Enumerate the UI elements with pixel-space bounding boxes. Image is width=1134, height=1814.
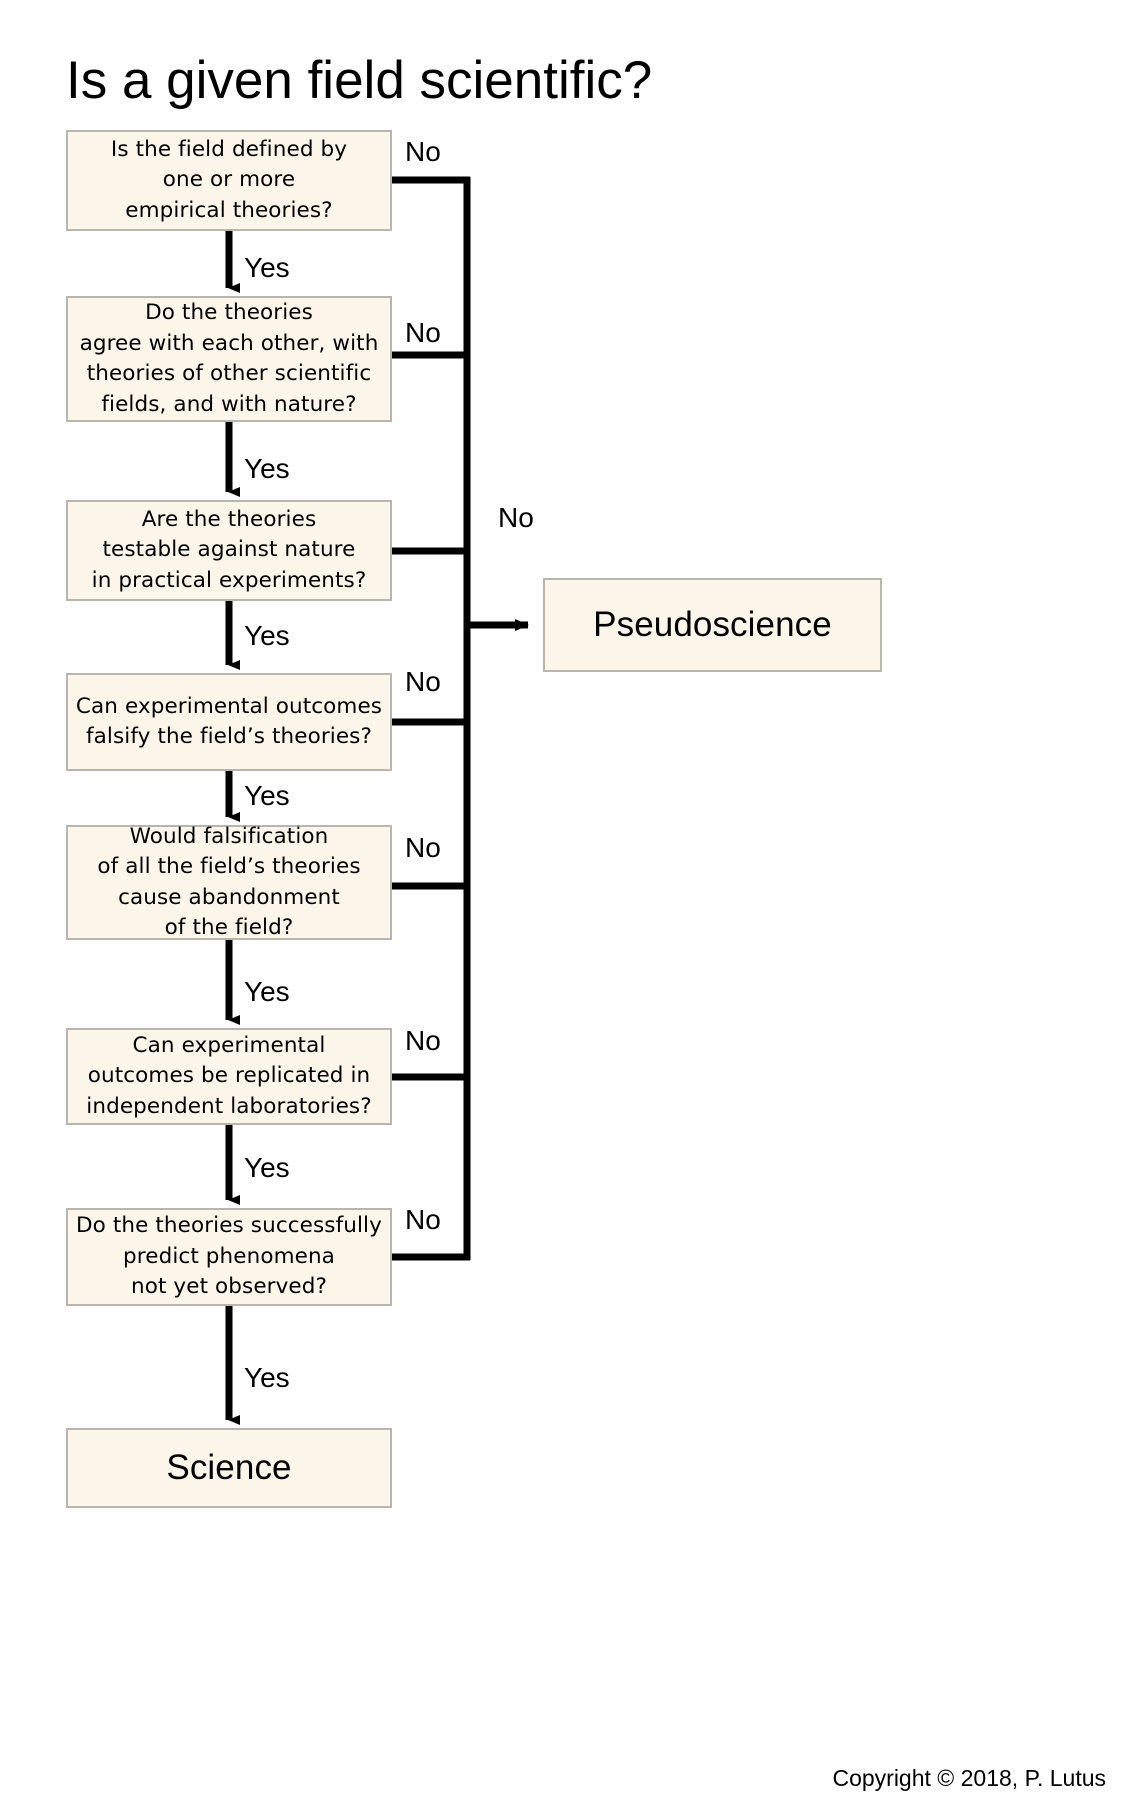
node-q1[interactable]: Is the field defined by one or more empi… bbox=[66, 130, 392, 231]
edge-label-yes-7: Yes bbox=[244, 1362, 290, 1393]
edge-label-yes-6: Yes bbox=[244, 1152, 290, 1183]
edge-label-no-3: No bbox=[498, 502, 534, 533]
node-q2[interactable]: Do the theories agree with each other, w… bbox=[66, 296, 392, 422]
node-q7-label: Do the theories successfully predict phe… bbox=[76, 1213, 382, 1300]
node-q6[interactable]: Can experimental outcomes be replicated … bbox=[66, 1028, 392, 1125]
page-title: Is a given field scientific? bbox=[66, 51, 653, 110]
edge-label-no-7: No bbox=[405, 1204, 441, 1235]
edge-label-yes-4: Yes bbox=[244, 780, 290, 811]
edge-label-no-2: No bbox=[405, 317, 441, 348]
edge-label-no-4: No bbox=[405, 666, 441, 697]
no-bus bbox=[463, 177, 529, 1260]
node-q4-label: Can experimental outcomes falsify the fi… bbox=[75, 693, 383, 750]
copyright-notice: Copyright © 2018, P. Lutus bbox=[832, 1765, 1106, 1791]
edge-label-yes-2: Yes bbox=[244, 453, 290, 484]
node-q3[interactable]: Are the theories testable against nature… bbox=[66, 500, 392, 601]
node-q5[interactable]: Would falsification of all the field’s t… bbox=[66, 824, 392, 940]
node-q2-label: Do the theories agree with each other, w… bbox=[79, 300, 379, 417]
node-q4[interactable]: Can experimental outcomes falsify the fi… bbox=[66, 673, 392, 771]
edge-label-yes-5: Yes bbox=[244, 976, 290, 1007]
edge-label-no-5: No bbox=[405, 832, 441, 863]
edge-label-no-6: No bbox=[405, 1025, 441, 1056]
edge-label-yes-3: Yes bbox=[244, 620, 290, 651]
node-science-label: Science bbox=[166, 1448, 292, 1487]
node-q3-label: Are the theories testable against nature… bbox=[91, 506, 367, 593]
node-q1-label: Is the field defined by one or more empi… bbox=[110, 136, 348, 223]
node-q6-label: Can experimental outcomes be replicated … bbox=[86, 1032, 372, 1119]
node-pseudoscience-label: Pseudoscience bbox=[593, 605, 832, 644]
node-q7[interactable]: Do the theories successfully predict phe… bbox=[66, 1208, 392, 1306]
node-q5-label: Would falsification of all the field’s t… bbox=[97, 823, 361, 941]
edge-label-yes-1: Yes bbox=[244, 252, 290, 283]
node-science[interactable]: Science bbox=[66, 1428, 392, 1508]
edge-label-no-1: No bbox=[405, 136, 441, 167]
node-pseudoscience[interactable]: Pseudoscience bbox=[543, 578, 882, 672]
